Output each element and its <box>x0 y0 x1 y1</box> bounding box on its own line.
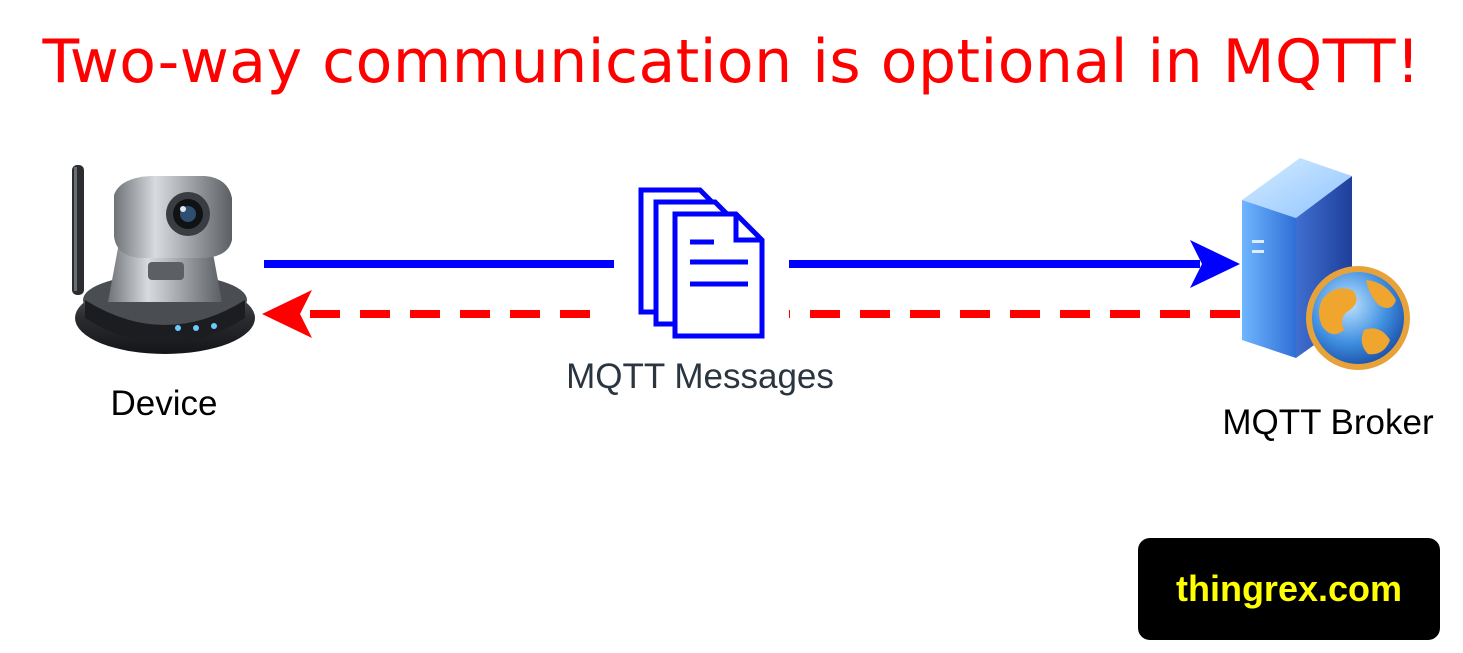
device-label: Device <box>110 384 218 423</box>
broker-label: MQTT Broker <box>1222 403 1434 442</box>
web-server-icon <box>1242 158 1410 370</box>
documents-icon <box>638 187 765 339</box>
edge-broker-to-device <box>262 290 1240 338</box>
edge-device-to-broker <box>264 240 1240 288</box>
thingrex-badge: thingrex.com <box>1138 538 1440 640</box>
messages-label: MQTT Messages <box>566 357 834 396</box>
diagram-title: Two-way communication is optional in MQT… <box>42 27 1421 97</box>
badge-text: thingrex.com <box>1175 568 1403 609</box>
ip-camera-icon <box>72 165 255 354</box>
